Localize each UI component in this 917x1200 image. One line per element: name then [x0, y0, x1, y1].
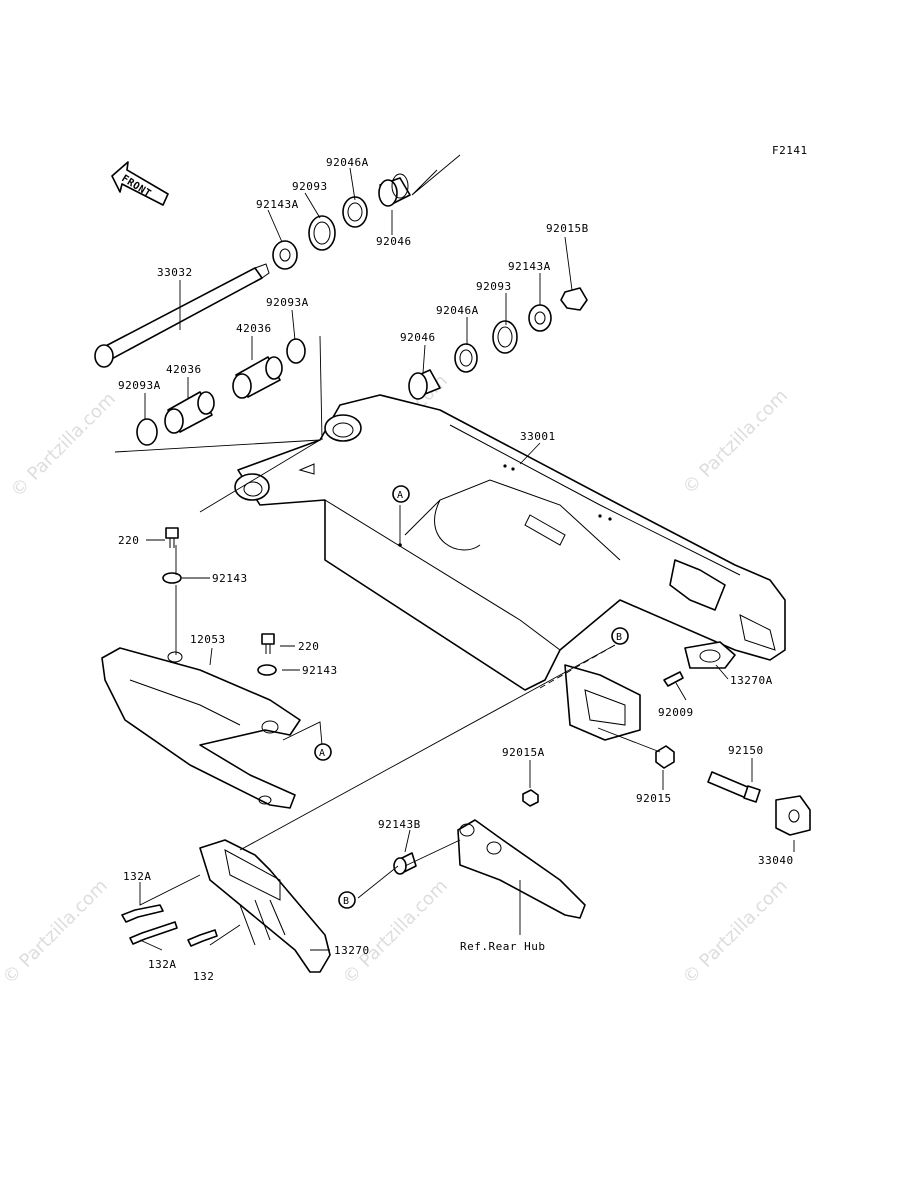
label-33001: 33001 — [520, 430, 556, 443]
watermark-bottom-right: © Partzilla.com — [679, 875, 792, 988]
adjuster-bolt-92150 — [707, 771, 761, 803]
label-ref-rear-hub: Ref.Rear Hub — [460, 940, 545, 953]
screw-92009 — [663, 671, 684, 687]
chain-guide-bolts — [121, 904, 218, 947]
washer-92143-lower — [257, 664, 277, 676]
label-13270A: 13270A — [730, 674, 773, 687]
label-92143A-top: 92143A — [256, 198, 299, 211]
bolt-220-lower — [261, 633, 275, 654]
swingarm-33001 — [234, 394, 786, 741]
label-92046-right: 92046 — [400, 331, 436, 344]
callout-a-lower: A — [314, 743, 332, 761]
label-92046A-top: 92046A — [326, 156, 369, 169]
chain-adjuster-plate-13270A — [684, 641, 736, 669]
callout-b-lower-label: B — [343, 896, 350, 907]
part-labels: 92046A 92093 92143A 92046 33032 92093A 4… — [118, 156, 794, 983]
rear-chain-guide-bracket — [457, 819, 586, 919]
seal-92093A-left — [136, 418, 158, 446]
washer-92143-upper — [162, 572, 182, 584]
label-92143-a: 92143 — [212, 572, 248, 585]
chain-guide-13270 — [199, 839, 331, 973]
label-92093A-left: 92093A — [118, 379, 161, 392]
label-92143A-right: 92143A — [508, 260, 551, 273]
label-33040: 33040 — [758, 854, 794, 867]
label-33032: 33032 — [157, 266, 193, 279]
right-bearing-stack — [408, 287, 588, 400]
label-220-a: 220 — [118, 534, 139, 547]
watermark-left: © Partzilla.com — [7, 388, 120, 501]
label-92009: 92009 — [658, 706, 694, 719]
callout-a-upper: A — [392, 485, 410, 503]
label-92093-top: 92093 — [292, 180, 328, 193]
front-arrow-icon: FRONT — [111, 161, 169, 206]
adjuster-block-33040 — [775, 795, 811, 836]
nut-92015A — [522, 789, 539, 807]
label-42036-a: 42036 — [236, 322, 272, 335]
callout-a-lower-label: A — [319, 748, 326, 759]
label-42036-b: 42036 — [166, 363, 202, 376]
collar-42036-right — [232, 356, 283, 399]
label-92143B: 92143B — [378, 818, 421, 831]
callout-a-upper-label: A — [397, 490, 404, 501]
label-12053: 12053 — [190, 633, 226, 646]
label-92015: 92015 — [636, 792, 672, 805]
label-92150: 92150 — [728, 744, 764, 757]
callout-b-lower: B — [338, 891, 356, 909]
seal-92093A-mid — [286, 338, 306, 364]
nut-92015 — [655, 745, 675, 769]
chain-slider-12053 — [101, 647, 301, 809]
callout-b-upper-label: B — [616, 632, 623, 643]
label-132A-b: 132A — [148, 958, 177, 971]
collar-92143B — [393, 852, 417, 875]
watermark-bottom-left: © Partzilla.com — [0, 875, 112, 988]
label-132A-a: 132A — [123, 870, 152, 883]
leader-lines — [114, 154, 795, 951]
upper-bearing-stack — [272, 173, 411, 270]
label-92015A: 92015A — [502, 746, 545, 759]
label-220-b: 220 — [298, 640, 319, 653]
label-13270: 13270 — [334, 944, 370, 957]
watermark-bottom-center: © Partzilla.com — [339, 875, 452, 988]
label-92093A-mid: 92093A — [266, 296, 309, 309]
collar-42036-left — [164, 391, 215, 434]
watermark-right: © Partzilla.com — [679, 385, 792, 498]
pivot-axle-33032 — [94, 263, 270, 368]
figure-code: F2141 — [772, 144, 808, 157]
label-92093-right: 92093 — [476, 280, 512, 293]
label-132: 132 — [193, 970, 214, 983]
label-92046-top: 92046 — [376, 235, 412, 248]
label-92143-b: 92143 — [302, 664, 338, 677]
callout-b-upper: B — [611, 627, 629, 645]
bolt-220-upper — [165, 527, 179, 548]
label-92046A-right: 92046A — [436, 304, 479, 317]
label-92015B: 92015B — [546, 222, 589, 235]
